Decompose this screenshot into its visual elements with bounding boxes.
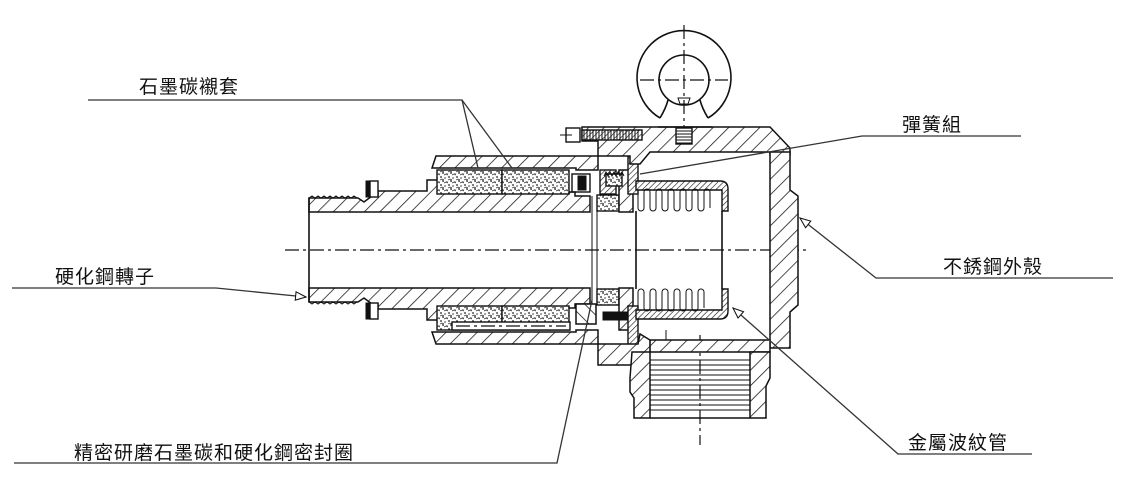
spring-set [599,169,625,195]
leader-hardened-rotor [12,287,306,297]
leader-graphite-sleeve [88,99,479,169]
leader-graphite-sleeve-2 [461,99,513,169]
label-stainless-housing: 不銹鋼外殼 [943,256,1044,278]
hardened-steel-rotor [308,179,598,321]
label-spring-set: 彈簧組 [902,114,963,136]
leader-metal-bellows [733,308,1032,455]
cap-screw [560,127,643,143]
leader-spring-set [639,135,1021,175]
label-metal-bellows: 金屬波紋管 [908,432,1009,454]
label-hardened-rotor: 硬化鋼轉子 [55,266,156,288]
leader-stainless-housing [800,218,1113,279]
graphite-sleeve-assembly [430,155,599,345]
outlet-thread [650,359,750,419]
eye-bolt [636,29,732,145]
metal-bellows [635,180,729,320]
label-seal-ring: 精密研磨石墨碳和硬化鋼密封圈 [74,442,355,464]
leader-seal-ring [14,299,593,464]
label-graphite-sleeve: 石墨碳襯套 [139,76,240,98]
